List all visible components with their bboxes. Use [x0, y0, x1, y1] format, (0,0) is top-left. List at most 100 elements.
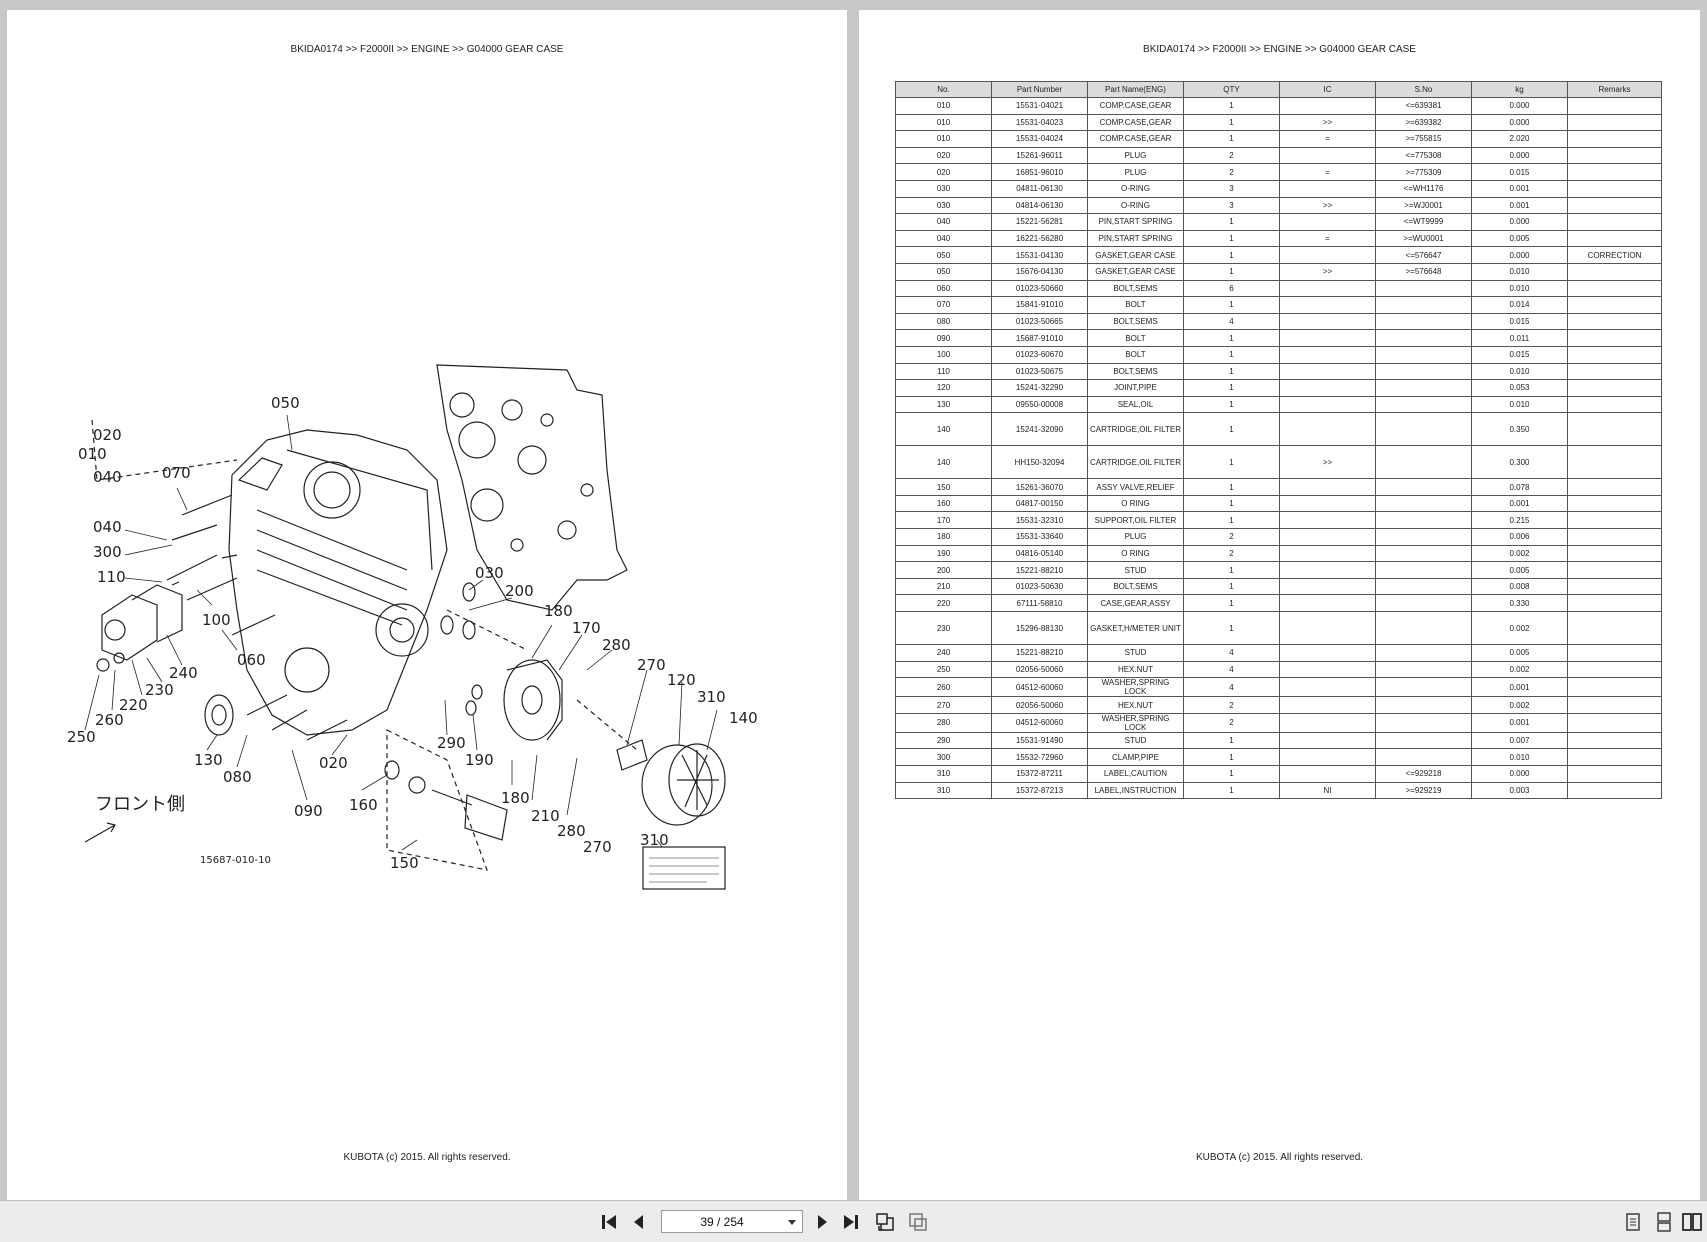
cell-kg: 0.001	[1471, 179, 1568, 198]
hex-nut-drawing	[96, 658, 110, 672]
cell-qty: 1	[1183, 296, 1280, 314]
last-page-icon[interactable]	[840, 1211, 862, 1233]
cell-kg: 0.005	[1471, 561, 1568, 579]
cell-remarks	[1567, 748, 1662, 766]
callout-180: 180	[544, 602, 573, 620]
cell-qty: 1	[1183, 561, 1280, 579]
cell-ic	[1279, 179, 1376, 198]
cell-kg: 0.010	[1471, 395, 1568, 414]
continuous-view-icon[interactable]	[1653, 1211, 1675, 1233]
cell-ic	[1279, 312, 1376, 331]
cell-serial-no	[1375, 345, 1472, 364]
cell-serial-no	[1375, 544, 1472, 563]
cell-qty: 1	[1183, 395, 1280, 414]
cell-qty: 1	[1183, 577, 1280, 596]
cell-remarks	[1567, 412, 1662, 447]
cell-part-number: 15296-88130	[991, 611, 1088, 646]
cell-part-number: 09550-00008	[991, 395, 1088, 414]
cell-qty: 1	[1183, 478, 1280, 496]
cell-qty: 1	[1183, 113, 1280, 132]
cell-qty: 1	[1183, 329, 1280, 347]
cell-remarks	[1567, 696, 1662, 714]
single-page-view-icon[interactable]	[1622, 1211, 1644, 1233]
cell-kg: 2.020	[1471, 130, 1568, 148]
cell-no: 300	[895, 748, 992, 766]
cell-kg: 0.330	[1471, 594, 1568, 613]
cell-part-number: 04512-60060	[991, 677, 1088, 698]
cell-qty: 1	[1183, 412, 1280, 447]
cell-qty: 1	[1183, 765, 1280, 783]
viewer-toolbar: 39 / 254	[0, 1200, 1707, 1242]
cell-part-number: 01023-50660	[991, 279, 1088, 298]
cell-part-name: PIN,START SPRING	[1087, 229, 1184, 248]
cell-serial-no	[1375, 611, 1472, 646]
cell-part-name: HEX.NUT	[1087, 660, 1184, 679]
cell-no: 190	[895, 544, 992, 563]
cell-part-number: 15221-56281	[991, 213, 1088, 231]
cell-part-name: GASKET,GEAR CASE	[1087, 246, 1184, 264]
prev-page-icon[interactable]	[628, 1211, 650, 1233]
two-page-view-icon[interactable]	[1681, 1211, 1703, 1233]
cell-serial-no: <=WH1176	[1375, 179, 1472, 198]
cell-qty: 2	[1183, 544, 1280, 563]
cell-ic	[1279, 731, 1376, 750]
cell-remarks	[1567, 561, 1662, 579]
cell-kg: 0.011	[1471, 329, 1568, 347]
cell-kg: 0.007	[1471, 731, 1568, 750]
cell-qty: 6	[1183, 279, 1280, 298]
first-page-icon[interactable]	[598, 1211, 620, 1233]
cell-part-name: COMP.CASE,GEAR	[1087, 130, 1184, 148]
page-number-select[interactable]: 39 / 254	[661, 1210, 803, 1233]
cell-part-name: O RING	[1087, 544, 1184, 563]
callout-030: 030	[475, 564, 504, 582]
fit-page-icon[interactable]	[907, 1211, 929, 1233]
caution-label-drawing	[642, 846, 726, 890]
cell-ic	[1279, 611, 1376, 646]
cell-serial-no	[1375, 561, 1472, 579]
rotate-page-icon[interactable]	[874, 1211, 896, 1233]
callout-040b: 040	[93, 518, 122, 536]
cell-no: 040	[895, 213, 992, 231]
cell-serial-no	[1375, 731, 1472, 750]
cell-remarks	[1567, 329, 1662, 347]
cell-remarks	[1567, 577, 1662, 596]
cell-qty: 1	[1183, 130, 1280, 148]
cell-kg: 0.001	[1471, 677, 1568, 698]
cell-part-number: 15531-04021	[991, 97, 1088, 115]
cell-no: 250	[895, 660, 992, 679]
cell-no: 260	[895, 677, 992, 698]
cell-ic	[1279, 561, 1376, 579]
cell-ic	[1279, 677, 1376, 698]
cell-no: 240	[895, 644, 992, 662]
cell-remarks	[1567, 544, 1662, 563]
cell-part-number: 04811-06130	[991, 179, 1088, 198]
next-page-icon[interactable]	[811, 1211, 833, 1233]
cell-remarks	[1567, 163, 1662, 181]
cell-part-name: ASSY VALVE,RELIEF	[1087, 478, 1184, 496]
cell-remarks	[1567, 146, 1662, 165]
cell-serial-no	[1375, 577, 1472, 596]
cell-remarks	[1567, 677, 1662, 698]
guide-lines-drawing	[91, 419, 638, 871]
cell-qty: 4	[1183, 660, 1280, 679]
cell-ic	[1279, 478, 1376, 496]
cell-qty: 3	[1183, 179, 1280, 198]
page-header-breadcrumb: BKIDA0174 >> F2000II >> ENGINE >> G04000…	[1143, 44, 1416, 55]
cell-ic	[1279, 379, 1376, 397]
cell-no: 180	[895, 528, 992, 546]
cell-no: 080	[895, 312, 992, 331]
o-ring-drawing	[462, 582, 476, 602]
callout-020b: 020	[319, 754, 348, 772]
cell-part-number: 15372-87213	[991, 781, 1088, 800]
cell-part-name: WASHER,SPRING LOCK	[1087, 712, 1184, 733]
